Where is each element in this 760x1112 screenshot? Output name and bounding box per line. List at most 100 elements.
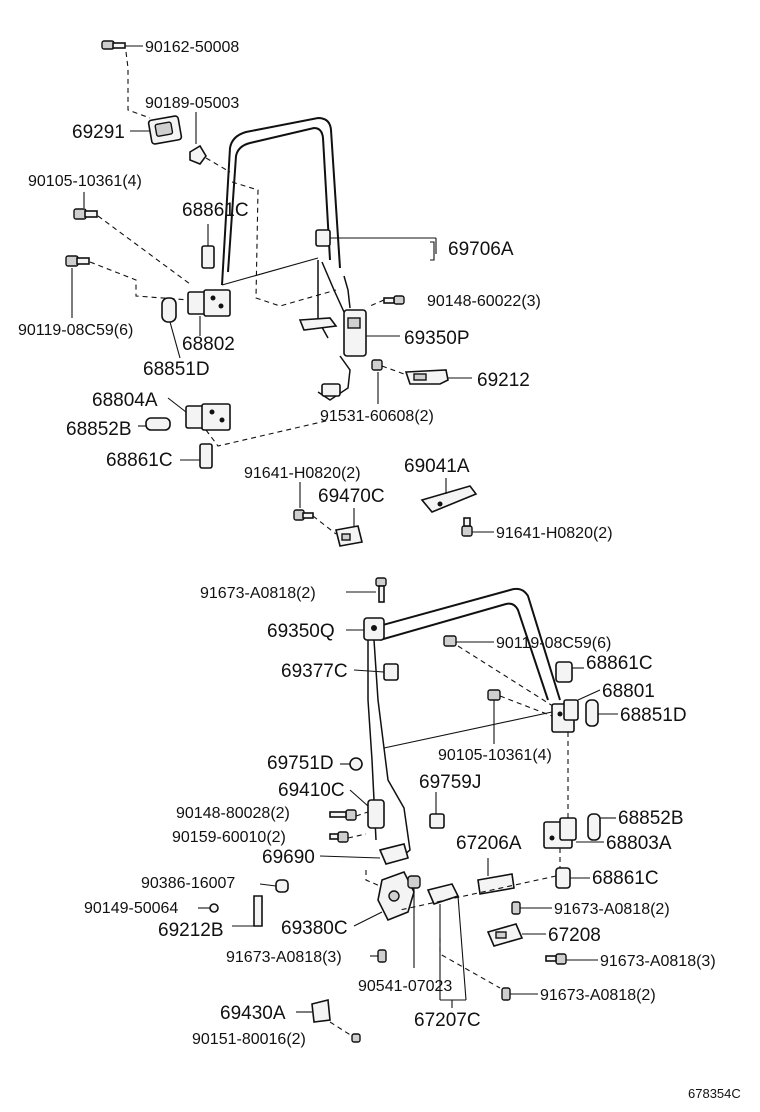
lock-69350p (298, 260, 367, 401)
pin-68852b-lower (587, 813, 601, 841)
label-68861c-2: 68861C (106, 450, 173, 471)
label-67206a: 67206A (456, 833, 522, 854)
lock-69380c (377, 871, 415, 922)
screw-90151-80016 (351, 1033, 361, 1043)
clip-90189-05003 (189, 144, 207, 165)
bolt-90162-50008 (101, 40, 126, 50)
label-69410c: 69410C (278, 780, 345, 801)
cover-68861c-right-lower (555, 867, 571, 889)
label-91641-h0820-a: 91641-H0820(2) (244, 465, 361, 482)
bolt-90148-80028 (329, 809, 357, 821)
washer-90149-50064 (209, 903, 219, 913)
label-69350p: 69350P (404, 328, 470, 349)
label-68861c-1: 68861C (182, 200, 249, 221)
label-90119-08c59-top: 90119-08C59(6) (18, 322, 133, 339)
label-90159-60010: 90159-60010(2) (172, 829, 286, 846)
label-91673-a0818-b: 91673-A0818(2) (554, 901, 670, 918)
label-90148-60022: 90148-60022(3) (427, 293, 541, 310)
label-69690: 69690 (262, 847, 315, 868)
clip-69751d (349, 757, 363, 771)
link-69690 (378, 843, 409, 865)
channel-69706a (315, 229, 435, 261)
label-68852b-bot: 68852B (618, 808, 684, 829)
label-67207c: 67207C (414, 1010, 481, 1031)
label-90189-05003: 90189-05003 (145, 95, 239, 112)
screw-91641-h0820-right (461, 517, 473, 537)
label-91673-a0818-d: 91673-A0818(3) (600, 953, 716, 970)
pin-68851d-lower (585, 699, 599, 727)
label-91641-h0820-b: 91641-H0820(2) (496, 525, 613, 542)
cover-68861c-upper (201, 245, 215, 269)
hinge-68801 (551, 699, 579, 733)
clip-69377c (383, 663, 399, 681)
label-90149-50064: 90149-50064 (84, 900, 178, 917)
bolt-90119-08c59-lower (443, 635, 457, 647)
label-69350q: 69350Q (267, 621, 335, 642)
label-67208: 67208 (548, 925, 601, 946)
lower-door-assembly (198, 577, 601, 1043)
lock-69350q (363, 617, 385, 641)
lower-glass-edge (383, 711, 553, 749)
cover-68861c-right-upper (555, 661, 573, 683)
label-69212b: 69212B (158, 920, 224, 941)
bolt-90148-60022 (383, 295, 405, 305)
label-69380c: 69380C (281, 918, 348, 939)
label-69430a: 69430A (220, 1003, 286, 1024)
bolt-91673-a0818-right (545, 953, 567, 965)
label-69377c: 69377C (281, 661, 348, 682)
bolt-91673-a0818-mid (511, 901, 521, 915)
upper-door-outline (231, 181, 337, 307)
label-90105-10361-top: 90105-10361(4) (28, 173, 142, 190)
diagram-id: 678354C (688, 1086, 741, 1101)
label-68801: 68801 (602, 681, 655, 702)
label-91531-60608: 91531-60608(2) (320, 408, 434, 425)
stopper-69470c (335, 525, 363, 547)
bracket-69041a (420, 485, 478, 513)
bushing-90386-16007 (275, 879, 289, 893)
label-68861c-4: 68861C (592, 868, 659, 889)
bracket-67208 (486, 923, 524, 947)
label-90162-50008: 90162-50008 (145, 39, 239, 56)
label-91673-a0818-e: 91673-A0818(2) (540, 987, 656, 1004)
bolt-90159-60010 (329, 831, 349, 843)
screw-90541-07023 (407, 875, 421, 968)
label-68851d-top: 68851D (143, 359, 210, 380)
bolt-90105-10361 (73, 208, 98, 220)
lower-window-frame (371, 587, 561, 701)
bolt-91673-a0818-lock (377, 949, 387, 963)
lower-window-frame-inner (379, 602, 549, 701)
label-68802: 68802 (182, 334, 235, 355)
label-69706a: 69706A (448, 239, 514, 260)
bolt-90119-08c59 (65, 255, 90, 267)
bolt-91673-a0818-bottom (501, 987, 511, 1001)
hinge-68802 (187, 289, 231, 317)
label-68851d-bot: 68851D (620, 705, 687, 726)
label-68852b-top: 68852B (66, 419, 132, 440)
upper-window-frame (221, 116, 341, 286)
bracket-69291 (147, 115, 183, 145)
label-91673-a0818-a: 91673-A0818(2) (200, 585, 316, 602)
bolt-90105-10361-lower (487, 689, 501, 701)
label-69470c: 69470C (318, 486, 385, 507)
screw-91531-60608 (371, 359, 383, 371)
label-69291: 69291 (72, 122, 125, 143)
label-68804a: 68804A (92, 390, 158, 411)
label-69751d: 69751D (267, 753, 334, 774)
upper-window-frame-inner (227, 126, 331, 273)
hinge-68803a (543, 817, 577, 849)
pad-69759j (429, 813, 445, 829)
pin-68852b-upper (145, 417, 171, 431)
label-90105-10361-bot: 90105-10361(4) (438, 747, 552, 764)
bracket-69410c (367, 799, 385, 829)
rod-69410c (373, 639, 411, 861)
rod-69212b (253, 895, 263, 927)
screw-91641-h0820-left (293, 509, 314, 521)
bracket-67207c (426, 883, 467, 1001)
label-90151-80016: 90151-80016(2) (192, 1031, 306, 1048)
cover-68861c-lower (199, 443, 213, 469)
hinge-68804a (185, 403, 231, 431)
stopper-69430a (311, 998, 331, 1023)
label-90119-08c59-bot: 90119-08C59(6) (496, 635, 611, 652)
label-90386-16007: 90386-16007 (141, 875, 235, 892)
